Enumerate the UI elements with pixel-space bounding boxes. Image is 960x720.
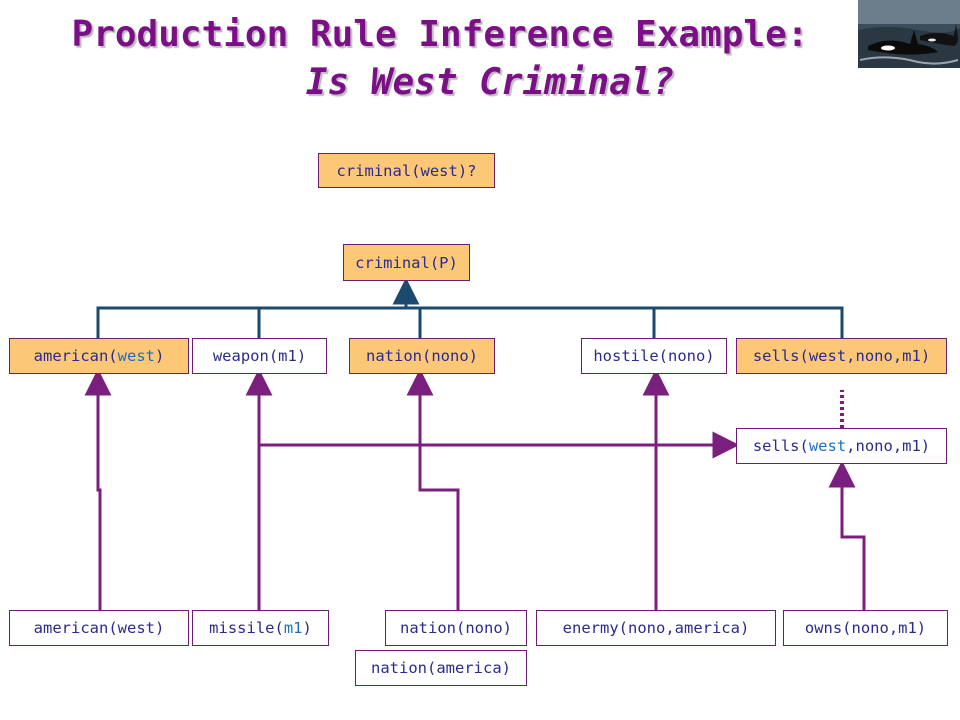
fact-label: owns(nono,m1): [804, 619, 927, 637]
condition-label: weapon(m1): [212, 347, 307, 365]
fact-enermy-nono-america: enermy(nono,america): [536, 610, 776, 646]
orca-photo: [858, 0, 960, 68]
condition-weapon-m1: weapon(m1): [192, 338, 327, 374]
title-line-2: Is West Criminal?: [305, 62, 675, 103]
fact-missile-m1: missile(m1): [192, 610, 329, 646]
condition-nation-nono: nation(nono): [349, 338, 495, 374]
fact-nation-nono: nation(nono): [385, 610, 527, 646]
fact-label-post: ): [302, 619, 312, 637]
derived-label-pre: sells(: [752, 437, 809, 455]
fact-label-pre: missile(: [209, 619, 284, 637]
derived-sells-west-nono-m1: sells(west,nono,m1): [736, 428, 947, 464]
condition-label: nation(nono): [366, 347, 478, 365]
rule-connector: [96, 277, 844, 338]
condition-american-west: american(west): [9, 338, 189, 374]
fact-label: nation(nono): [400, 619, 512, 637]
fact-label-arg: m1: [283, 619, 303, 637]
goal-label: criminal(west)?: [336, 161, 477, 180]
fact-label: nation(america): [371, 659, 511, 677]
fact-label: american(west): [33, 619, 165, 637]
fact-owns-nono-m1: owns(nono,m1): [783, 610, 948, 646]
condition-label-post: ): [154, 347, 165, 365]
orca-icon: [858, 0, 960, 68]
fact-nation-america: nation(america): [355, 650, 527, 686]
condition-label: hostile(nono): [593, 347, 715, 365]
wire-owns: [828, 460, 866, 610]
wire-nation: [406, 368, 460, 610]
derived-label-post: ,nono,m1): [846, 437, 931, 455]
fact-label: enermy(nono,america): [562, 619, 750, 637]
fact-american-west: american(west): [9, 610, 189, 646]
condition-label-pre: american(: [33, 347, 118, 365]
goal-criminal-west: criminal(west)?: [318, 153, 495, 188]
condition-hostile-nono: hostile(nono): [581, 338, 727, 374]
condition-label: sells(west,nono,m1): [752, 347, 931, 365]
condition-label-arg: west: [117, 347, 155, 365]
title-line-1: Production Rule Inference Example:: [71, 14, 809, 55]
rule-head-label: criminal(P): [355, 253, 458, 272]
condition-sells-west-nono-m1: sells(west,nono,m1): [736, 338, 947, 374]
derived-label-arg: west: [808, 437, 847, 455]
wire-american: [84, 368, 112, 610]
fact-connectors: [84, 368, 866, 610]
rule-head-criminal-p: criminal(P): [343, 244, 470, 281]
